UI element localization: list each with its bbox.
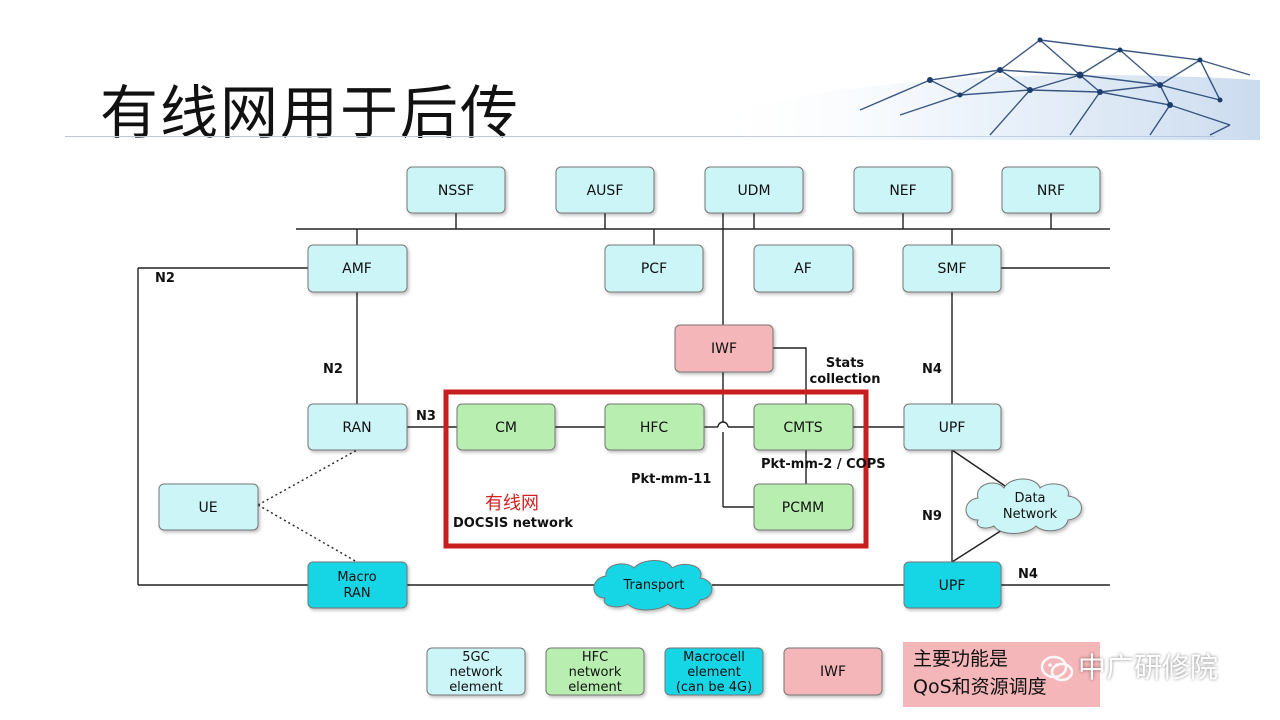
title-rule: [65, 136, 1215, 137]
legend-hfc: HFC network element: [545, 647, 645, 696]
label-stats: Stats: [826, 356, 865, 371]
svg-text:Macrocell: Macrocell: [683, 650, 745, 665]
node-nef: NEF: [853, 166, 953, 214]
legend-note-line2: QoS和资源调度: [913, 676, 1047, 698]
label-n4-top: N4: [922, 362, 942, 377]
label-n3: N3: [416, 409, 436, 424]
svg-text:(can be 4G): (can be 4G): [676, 680, 752, 695]
node-hfc: HFC: [604, 403, 705, 451]
svg-text:element: element: [568, 680, 622, 695]
legend-note-box: 主要功能是 QoS和资源调度: [903, 642, 1100, 707]
svg-text:HFC: HFC: [582, 650, 608, 665]
node-pcmm: PCMM: [753, 483, 854, 531]
node-macro-ran: Macro RAN: [307, 561, 408, 609]
label-n2-left: N2: [155, 271, 175, 286]
node-nssf: NSSF: [406, 166, 506, 214]
node-ausf: AUSF: [555, 166, 655, 214]
node-af: AF: [753, 244, 854, 293]
label-n4-bottom: N4: [1018, 567, 1038, 582]
svg-text:SMF: SMF: [937, 261, 966, 277]
svg-text:Network: Network: [1003, 507, 1058, 522]
svg-text:element: element: [449, 680, 503, 695]
svg-text:network: network: [450, 665, 503, 680]
svg-text:NEF: NEF: [889, 183, 916, 199]
node-cmts: CMTS: [753, 403, 854, 451]
svg-text:PCF: PCF: [641, 261, 667, 277]
svg-text:element: element: [687, 665, 741, 680]
label-collection: collection: [810, 372, 881, 387]
label-pkt-mm-2: Pkt-mm-2 / COPS: [761, 457, 886, 472]
svg-text:Data: Data: [1014, 491, 1045, 506]
transport-cloud: Transport: [593, 560, 713, 611]
svg-text:5GC: 5GC: [462, 650, 489, 665]
network-mesh-decoration-icon: [700, 37, 1260, 140]
svg-text:AMF: AMF: [342, 261, 372, 277]
svg-text:AUSF: AUSF: [587, 183, 624, 199]
node-ue: UE: [158, 483, 259, 531]
docsis-highlight-frame: [443, 389, 869, 549]
label-n2-mid: N2: [323, 362, 343, 377]
svg-text:UPF: UPF: [939, 578, 966, 594]
svg-text:Macro: Macro: [337, 570, 376, 585]
svg-text:CM: CM: [495, 420, 517, 436]
svg-text:Transport: Transport: [622, 578, 684, 593]
svg-text:AF: AF: [794, 261, 812, 277]
node-pcf: PCF: [604, 244, 704, 293]
svg-text:UDM: UDM: [737, 183, 770, 199]
svg-text:NRF: NRF: [1037, 183, 1065, 199]
wechat-icon: [1040, 655, 1074, 682]
legend-5gc: 5GC network element: [426, 647, 526, 696]
legend-note-line1: 主要功能是: [913, 648, 1009, 670]
label-n9: N9: [922, 509, 942, 524]
node-udm: UDM: [704, 166, 804, 214]
node-smf: SMF: [902, 244, 1002, 293]
node-cm: CM: [456, 403, 556, 451]
svg-text:NSSF: NSSF: [438, 183, 474, 199]
svg-text:network: network: [569, 665, 622, 680]
svg-text:CMTS: CMTS: [783, 420, 822, 436]
node-ran: RAN: [307, 403, 408, 451]
docsis-title-cn: 有线网: [485, 493, 539, 514]
svg-text:UE: UE: [198, 500, 217, 516]
node-upf-top: UPF: [903, 403, 1002, 451]
label-pkt-mm-11: Pkt-mm-11: [631, 472, 711, 487]
connection-lines: [137, 213, 1110, 586]
legend-iwf: IWF: [783, 647, 883, 696]
node-nrf: NRF: [1001, 166, 1101, 214]
svg-text:IWF: IWF: [711, 341, 737, 357]
data-network-cloud: Data Network: [965, 478, 1082, 534]
watermark: 中广研修院: [1040, 646, 1218, 686]
node-iwf: IWF: [674, 324, 774, 373]
svg-text:RAN: RAN: [342, 420, 371, 436]
svg-text:HFC: HFC: [640, 420, 669, 436]
legend-macro: Macrocell element (can be 4G): [664, 647, 764, 696]
node-amf: AMF: [307, 244, 408, 293]
docsis-subtitle: DOCSIS network: [453, 516, 573, 531]
svg-text:IWF: IWF: [820, 664, 846, 680]
node-upf-bottom: UPF: [903, 561, 1002, 609]
slide-title: 有线网用于后传: [100, 79, 521, 147]
svg-text:RAN: RAN: [343, 586, 370, 601]
watermark-text: 中广研修院: [1078, 651, 1219, 684]
svg-text:PCMM: PCMM: [782, 500, 824, 516]
svg-text:UPF: UPF: [939, 420, 966, 436]
